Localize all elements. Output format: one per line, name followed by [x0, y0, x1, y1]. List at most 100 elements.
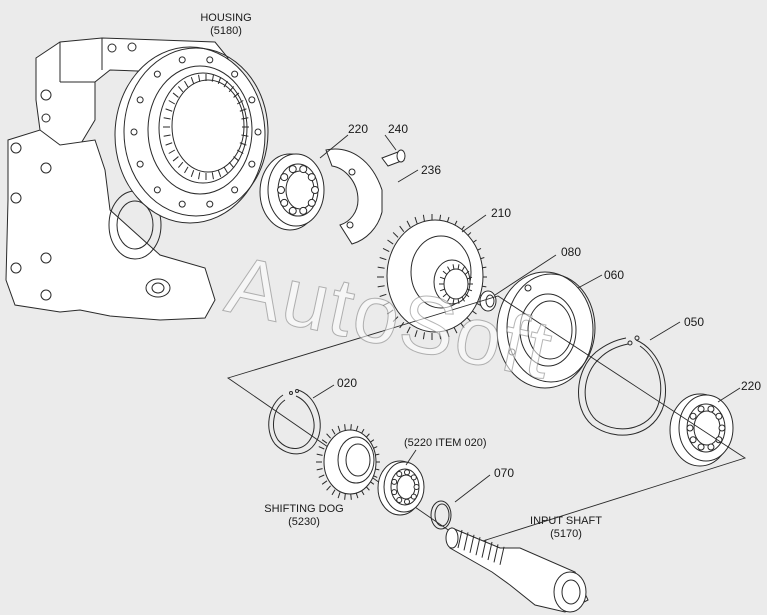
spline-tooth: [467, 276, 473, 280]
callout-236: 236: [421, 163, 442, 177]
flange-hole: [178, 200, 186, 208]
flange-hole: [136, 96, 144, 104]
housing-tooth: [233, 156, 240, 162]
dog-tooth: [326, 433, 331, 439]
spline-tooth: [461, 296, 465, 302]
input-shaft-name: INPUT SHAFT: [530, 515, 602, 527]
input-shaft-ref: (5170): [550, 528, 582, 540]
bolt-240: [381, 149, 406, 167]
bearing-ball: [280, 198, 289, 207]
spline-tooth: [442, 270, 448, 275]
bearing-ball: [413, 484, 420, 490]
spline-tooth: [452, 264, 455, 270]
housing-ref: (5180): [210, 25, 242, 37]
shield-236: [325, 148, 383, 245]
dog-tooth: [316, 453, 323, 456]
shifting-dog: [316, 424, 380, 500]
shifting-dog-label: SHIFTING DOG (5230): [262, 503, 346, 529]
housing-tooth: [211, 74, 214, 82]
bearing-220-right: [669, 393, 734, 467]
shaft-spline-line: [457, 529, 463, 549]
housing-tooth: [165, 108, 173, 112]
housing-tooth: [163, 117, 171, 120]
gear-tooth: [392, 316, 399, 322]
shaft-spline-line: [487, 541, 493, 561]
housing-tooth: [236, 149, 244, 154]
flange-hole: [130, 128, 138, 136]
snap-ring-070: [430, 500, 452, 530]
bearing-ball: [311, 186, 319, 194]
housing-tooth: [172, 92, 179, 98]
housing-tooth: [177, 86, 184, 93]
dog-tooth: [344, 424, 346, 431]
housing-tooth: [241, 117, 249, 120]
shaft-spline-line: [481, 539, 487, 558]
housing-tooth: [228, 161, 235, 168]
bearing-ball: [307, 198, 316, 207]
gear-tooth: [379, 257, 387, 261]
bearing-ball: [403, 498, 410, 505]
callout-240: 240: [388, 122, 409, 136]
snap-ring-050: [578, 335, 666, 436]
dog-tooth: [318, 474, 325, 478]
housing-tooth: [228, 86, 235, 93]
housing-tooth: [172, 156, 179, 162]
spline-tooth: [461, 266, 465, 272]
gear-tooth: [439, 332, 442, 340]
dog-tooth: [344, 493, 346, 500]
bearing-ball: [307, 173, 316, 182]
spline-tooth: [447, 296, 451, 302]
bearing-ball: [396, 471, 403, 478]
leader-lines: [312, 134, 741, 503]
shaft-spline-line: [469, 534, 475, 553]
bearing-ball: [288, 206, 297, 215]
shifting-dog-name: SHIFTING DOG: [264, 503, 344, 515]
housing-tooth: [217, 170, 222, 177]
dog-tooth: [331, 428, 336, 435]
spline-tooth: [464, 270, 470, 275]
bearing-ball: [715, 436, 723, 444]
bearing-ball: [689, 436, 697, 444]
callout-050: 050: [684, 315, 705, 329]
bearing-ball: [288, 165, 297, 174]
gear-tooth: [382, 301, 390, 307]
gear-tooth: [406, 326, 411, 334]
dog-tooth: [326, 485, 331, 491]
dog-tooth: [316, 468, 323, 471]
dog-tooth: [337, 492, 341, 499]
housing-tooth: [190, 77, 195, 84]
spline-tooth: [457, 264, 460, 270]
flange-hole: [178, 56, 186, 64]
housing-tooth: [190, 170, 195, 177]
bearing-ball: [396, 496, 403, 503]
flange-hole: [248, 96, 256, 104]
callout-220-right: 220: [741, 379, 762, 393]
bearing-ball: [689, 412, 697, 420]
gear-tooth: [446, 330, 450, 338]
housing-tooth: [184, 80, 189, 88]
bearing-ball: [391, 478, 398, 485]
housing-tooth: [239, 142, 247, 146]
bearing-ball: [697, 405, 705, 413]
gear-tooth: [422, 332, 425, 340]
flange-hole: [231, 186, 239, 194]
callout-5220: (5220 ITEM 020): [404, 437, 487, 449]
snap-ring-020: [268, 389, 321, 455]
housing-tooth: [239, 108, 247, 112]
shaft-spline-line: [499, 546, 505, 565]
bearing-ball: [410, 474, 417, 481]
gear-tooth: [382, 247, 390, 253]
dog-tooth: [350, 493, 352, 500]
bearing-ball: [299, 206, 308, 215]
gear-tooth: [387, 239, 394, 245]
spline-tooth: [439, 288, 445, 292]
housing-tooth: [241, 134, 249, 137]
housing-tooth: [198, 172, 201, 180]
callout-020: 020: [337, 376, 358, 390]
housing-tooth: [233, 92, 240, 98]
flange-hole: [231, 70, 239, 78]
shaft-spline-line: [463, 532, 469, 551]
housing-tooth: [165, 142, 173, 146]
housing-tooth: [177, 161, 184, 168]
